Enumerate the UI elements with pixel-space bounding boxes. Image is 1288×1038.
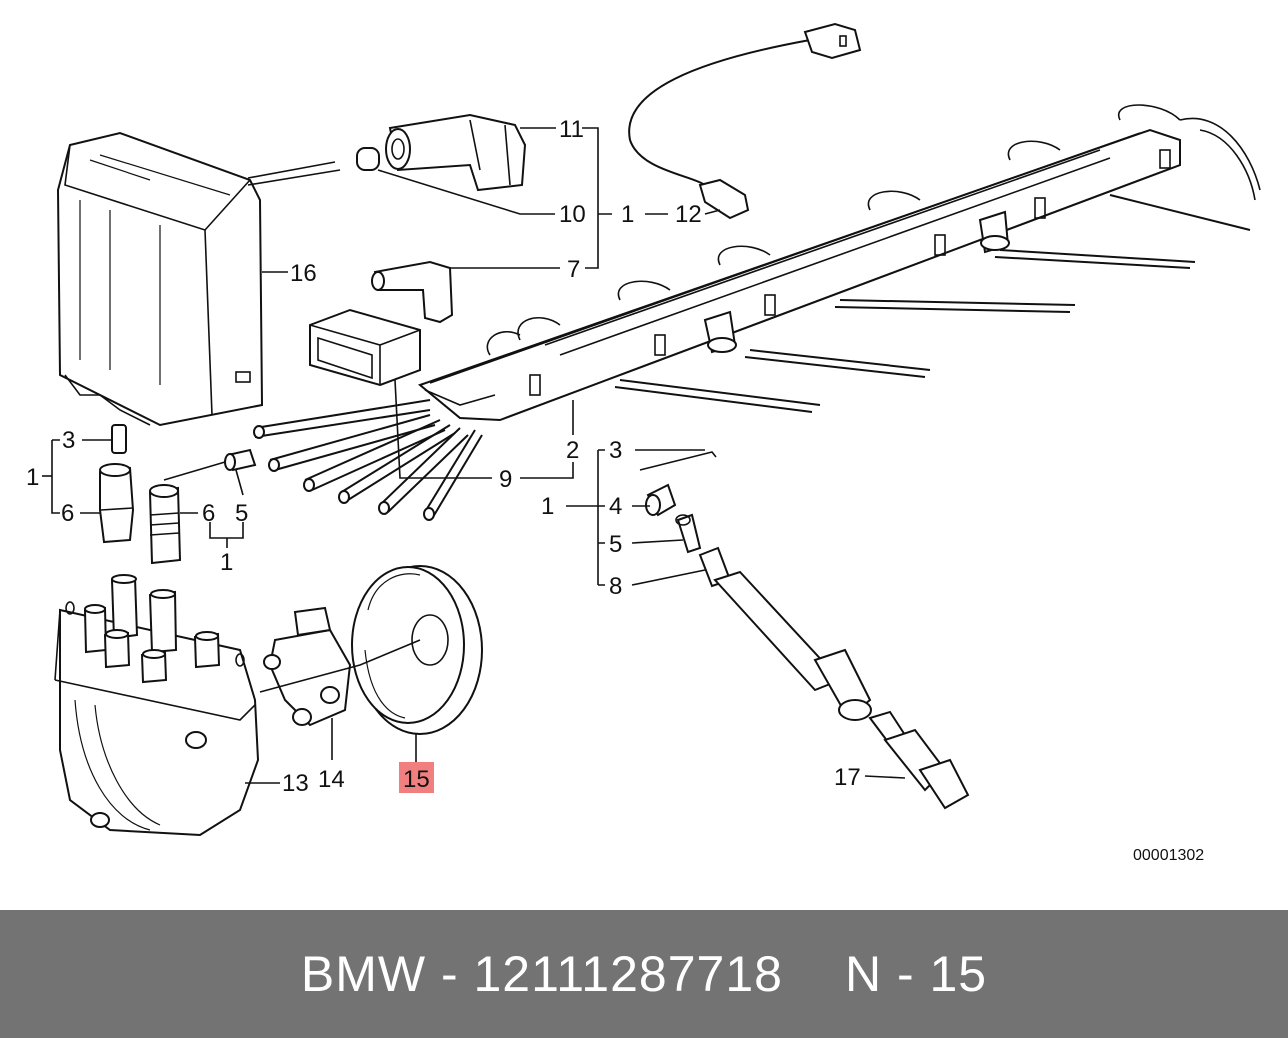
callout-3-left: 3 bbox=[62, 427, 75, 454]
callout-10: 10 bbox=[559, 201, 586, 228]
plug-connector-part-7 bbox=[371, 260, 454, 324]
ignition-leads-part-9 bbox=[253, 399, 483, 521]
connector-part-3-left bbox=[111, 424, 127, 454]
connector-part-5-left bbox=[224, 448, 257, 472]
callout-8: 8 bbox=[609, 573, 622, 600]
callout-1-right: 1 bbox=[541, 493, 554, 520]
suppression-boot-part-6-center bbox=[148, 484, 182, 565]
footer-bar: BMW - 12111287718 N - 15 bbox=[0, 910, 1288, 1038]
connector-part-5-right bbox=[675, 513, 702, 554]
callout-1-left: 1 bbox=[26, 464, 39, 491]
callout-15: 15 bbox=[403, 766, 430, 793]
callout-4: 4 bbox=[609, 493, 622, 520]
callout-6-left: 6 bbox=[61, 500, 74, 527]
callout-3-right: 3 bbox=[609, 437, 622, 464]
callout-16: 16 bbox=[290, 260, 317, 287]
coil-cover-part-16 bbox=[56, 131, 341, 427]
distributor-cap-part-13 bbox=[54, 574, 260, 837]
connector-lead-part-12 bbox=[628, 22, 862, 220]
cable-duct-part-2 bbox=[417, 104, 1261, 422]
terminal-part-4 bbox=[645, 483, 677, 517]
exploded-view-drawing: 11 10 1 12 7 16 3 1 6 6 5 1 2 9 1 3 4 5 … bbox=[26, 22, 1261, 864]
plug-connector-part-11 bbox=[356, 113, 527, 192]
suppression-boot-part-6-left bbox=[99, 463, 135, 544]
callout-labels: 11 10 1 12 7 16 3 1 6 6 5 1 2 9 1 3 4 5 … bbox=[26, 116, 1204, 864]
highlight-box bbox=[399, 762, 434, 793]
rubber-boot-part bbox=[309, 308, 421, 387]
callout-13: 13 bbox=[282, 770, 309, 797]
part-number-label: BMW - 12111287718 bbox=[300, 946, 783, 1002]
callout-14: 14 bbox=[318, 766, 345, 793]
callout-1-center: 1 bbox=[220, 549, 233, 576]
callout-5-right: 5 bbox=[609, 531, 622, 558]
leader-lines bbox=[42, 127, 906, 784]
callout-5-left: 5 bbox=[235, 500, 248, 527]
callout-17: 17 bbox=[834, 764, 861, 791]
callout-6-center: 6 bbox=[202, 500, 215, 527]
callout-2: 2 bbox=[566, 437, 579, 464]
plug-boot-part-8 bbox=[698, 546, 872, 721]
position-label: N - 15 bbox=[844, 946, 988, 1002]
rotor-part-14 bbox=[263, 606, 352, 727]
spark-plug-part-17 bbox=[868, 710, 970, 810]
callout-7: 7 bbox=[567, 256, 580, 283]
parts-diagram: 11 10 1 12 7 16 3 1 6 6 5 1 2 9 1 3 4 5 … bbox=[26, 22, 1261, 864]
connector-part-3-right bbox=[639, 451, 717, 471]
dust-cover-part-15 bbox=[351, 565, 483, 735]
callout-11: 11 bbox=[559, 116, 584, 143]
diagram-reference-code: 00001302 bbox=[1133, 847, 1204, 864]
callout-12: 12 bbox=[675, 201, 702, 228]
callout-1-top: 1 bbox=[621, 201, 634, 228]
callout-9: 9 bbox=[499, 466, 512, 493]
